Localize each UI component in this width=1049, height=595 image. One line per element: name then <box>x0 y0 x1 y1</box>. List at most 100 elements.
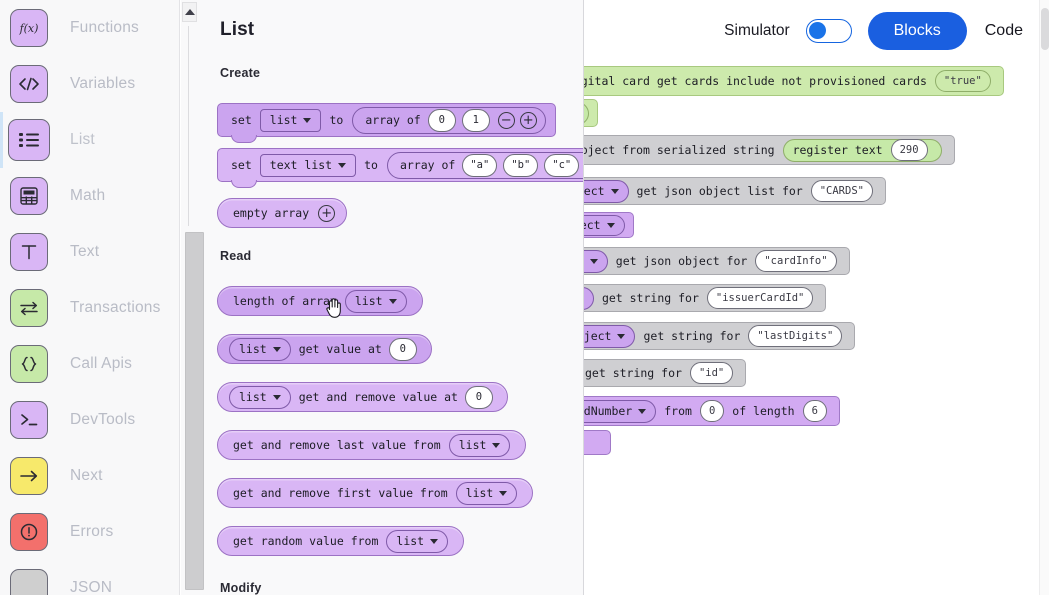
sidebar-item-text[interactable]: Text <box>0 224 179 280</box>
index-socket[interactable]: 0 <box>388 337 417 361</box>
workspace-block-get-string-id[interactable]: get string for "id" <box>584 359 747 387</box>
array-of-subblock[interactable]: array of 0 1 − + <box>352 106 546 134</box>
workspace-block-digital-card-get-cards[interactable]: t digital card get cards include not pro… <box>584 66 1004 96</box>
sidebar-item-errors[interactable]: Errors <box>0 504 179 560</box>
sidebar-item-label: Functions <box>70 19 139 36</box>
block-text: on object from serialized string <box>584 143 775 157</box>
flyout-block-get-and-remove-value-at[interactable]: list get and remove value at 0 <box>217 382 508 412</box>
block-text: get and remove value at <box>298 390 458 404</box>
sidebar-item-label: Errors <box>70 523 114 540</box>
block-socket-id[interactable]: "id" <box>689 362 734 384</box>
inner-socket-290[interactable]: 290 <box>890 139 928 161</box>
array-value-a[interactable]: "a" <box>462 153 498 177</box>
block-text: get and remove last value from <box>233 438 441 452</box>
block-dropdown[interactable] <box>584 101 589 125</box>
scroll-up-arrow-icon[interactable] <box>182 2 197 22</box>
array-value-1[interactable]: 1 <box>461 108 490 132</box>
array-value-0[interactable]: 0 <box>427 108 456 132</box>
dropdown-label: oObject <box>584 329 612 343</box>
index-socket[interactable]: 0 <box>464 385 493 409</box>
sidebar-item-label: DevTools <box>70 411 136 428</box>
sidebar-item-call-apis[interactable]: Call Apis <box>0 336 179 392</box>
dropdown-label: Object <box>584 218 601 232</box>
block-dropdown-low[interactable]: low <box>584 249 608 273</box>
flyout-scrollbar-track[interactable] <box>188 26 189 226</box>
page-scrollbar[interactable] <box>1039 0 1049 595</box>
workspace-block-substring-cardnumber[interactable]: cardNumber from 0 of length 6 <box>584 396 840 426</box>
workspace-block-get-json-object-list[interactable]: Object get json object list for "CARDS" <box>584 177 886 205</box>
to-label: to <box>364 158 378 172</box>
workspace-block-object-dropdown[interactable]: Object <box>584 212 634 238</box>
section-header-read: Read <box>220 249 252 263</box>
flyout-block-get-value-at[interactable]: list get value at 0 <box>217 334 432 364</box>
page-scrollbar-thumb[interactable] <box>1041 8 1049 50</box>
dropdown-list[interactable]: list <box>448 433 511 457</box>
block-socket-issuercardid[interactable]: "issuerCardId" <box>706 287 814 309</box>
flyout-block-get-and-remove-last-value[interactable]: get and remove last value from list <box>217 430 527 460</box>
block-dropdown-t[interactable]: t <box>584 286 594 310</box>
workspace-block-get-json-object-for[interactable]: low get json object for "cardInfo" <box>584 247 850 275</box>
block-socket-cards[interactable]: "CARDS" <box>810 180 873 202</box>
sidebar-item-variables[interactable]: Variables <box>0 56 179 112</box>
flyout-block-set-text-list-array[interactable]: set text list to array of "a" "b" "c" − … <box>217 148 583 188</box>
dropdown-list[interactable]: list <box>229 385 291 409</box>
chevron-down-icon <box>617 333 626 339</box>
flyout-block-empty-array[interactable]: empty array + <box>217 198 348 228</box>
chevron-down-icon <box>388 298 397 304</box>
dropdown-label: list <box>269 113 298 127</box>
flyout-scrollbar-thumb[interactable] <box>185 232 204 590</box>
flyout-block-length-of-array[interactable]: length of array list <box>217 286 423 316</box>
blocks-tab-button[interactable]: Blocks <box>867 12 967 50</box>
block-inner-register-text[interactable]: register text 290 <box>782 138 942 162</box>
dropdown-label: list <box>239 342 267 356</box>
set-label: set <box>231 158 252 172</box>
workspace-block-layer: t digital card get cards include not pro… <box>584 0 1049 595</box>
dropdown-list[interactable]: list <box>386 529 449 553</box>
array-of-subblock[interactable]: array of "a" "b" "c" − + <box>386 151 583 179</box>
chevron-down-icon <box>430 538 439 544</box>
sidebar-item-math[interactable]: Math <box>0 168 179 224</box>
array-value-b[interactable]: "b" <box>503 153 539 177</box>
add-item-icon[interactable]: + <box>519 111 537 129</box>
dropdown-list[interactable]: list <box>344 289 407 313</box>
block-socket-lastdigits[interactable]: "lastDigits" <box>748 325 843 347</box>
simulator-toggle[interactable] <box>805 19 852 43</box>
dropdown-text-list-variable[interactable]: text list <box>259 153 357 177</box>
dropdown-list-variable[interactable]: list <box>259 108 322 132</box>
sidebar-item-label: List <box>70 131 95 148</box>
sidebar-item-transactions[interactable]: Transactions <box>0 280 179 336</box>
remove-item-icon[interactable]: − <box>497 111 515 129</box>
blocks-flyout-panel[interactable]: List Create set list to array of 0 1 − + <box>181 0 584 595</box>
workspace-block-get-string-issuercardid[interactable]: t get string for "issuerCardId" <box>584 284 827 312</box>
code-tab-button[interactable]: Code <box>984 22 1023 39</box>
flyout-block-get-random-value[interactable]: get random value from list <box>217 526 465 556</box>
chevron-down-icon <box>606 222 615 228</box>
add-item-icon[interactable]: + <box>318 204 336 222</box>
dropdown-list[interactable]: list <box>455 481 518 505</box>
block-socket-cardinfo[interactable]: "cardInfo" <box>755 250 837 272</box>
block-socket-from[interactable]: 0 <box>699 400 725 422</box>
sidebar-item-list[interactable]: List <box>0 112 179 168</box>
sidebar-item-functions[interactable]: f(x) Functions <box>0 0 179 56</box>
sidebar-item-next[interactable]: Next <box>0 448 179 504</box>
sidebar-item-json[interactable]: JSON <box>0 560 179 595</box>
block-dropdown-object2[interactable]: Object <box>584 214 625 236</box>
block-socket-length[interactable]: 6 <box>802 400 827 422</box>
block-socket-true[interactable]: "true" <box>934 70 991 92</box>
flyout-block-set-list-array[interactable]: set list to array of 0 1 − + <box>217 103 556 143</box>
sidebar-item-devtools[interactable]: DevTools <box>0 392 179 448</box>
flyout-block-get-and-remove-first-value[interactable]: get and remove first value from list <box>217 478 534 508</box>
block-dropdown-oobject[interactable]: oObject <box>584 324 636 348</box>
dropdown-list[interactable]: list <box>229 337 291 361</box>
workspace-block-green-dropdown-stub[interactable] <box>584 99 598 127</box>
array-value-c[interactable]: "c" <box>544 153 580 177</box>
workspace-block-get-string-lastdigits[interactable]: oObject get string for "lastDigits" <box>584 322 856 350</box>
block-dropdown-object[interactable]: Object <box>584 179 629 203</box>
blocks-workspace[interactable]: t digital card get cards include not pro… <box>584 0 1049 595</box>
function-icon: f(x) <box>10 9 48 47</box>
dropdown-label: list <box>465 486 494 500</box>
workspace-block-trailing-stub[interactable] <box>584 430 611 455</box>
category-sidebar[interactable]: f(x) Functions Variables <box>0 0 180 595</box>
workspace-block-json-object-from-serialized-string[interactable]: on object from serialized string registe… <box>584 135 955 165</box>
block-dropdown-cardnumber[interactable]: cardNumber <box>584 399 657 423</box>
